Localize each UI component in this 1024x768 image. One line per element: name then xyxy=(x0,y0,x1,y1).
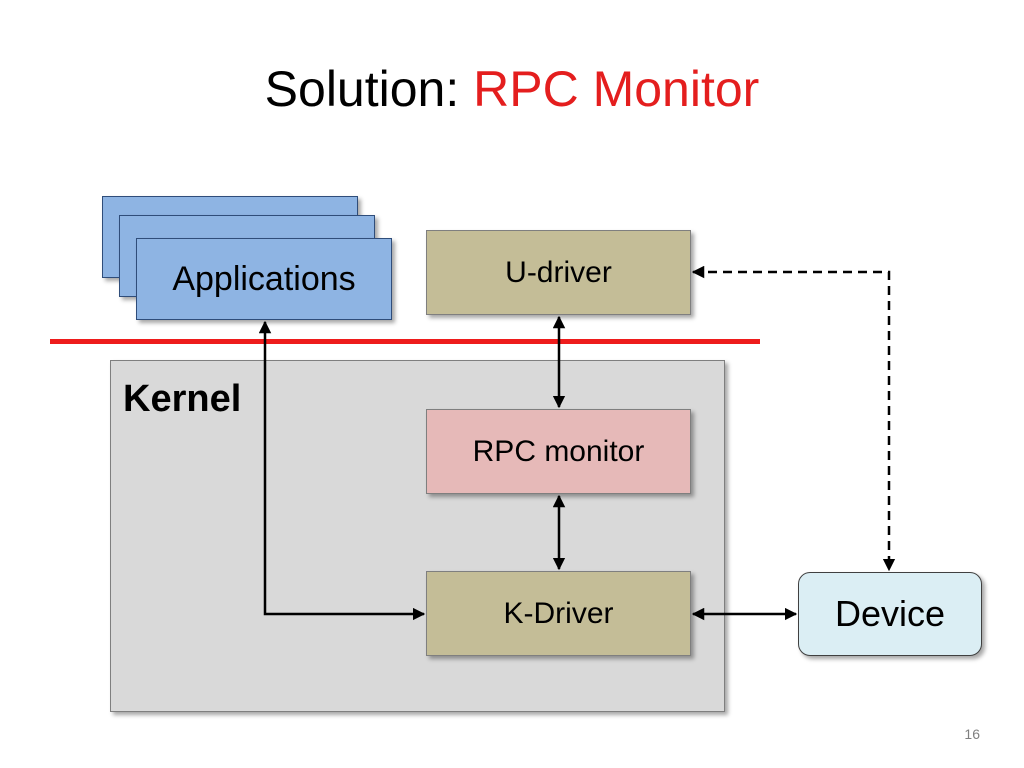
applications-to-k-driver-arrow xyxy=(258,320,426,621)
rpc-monitor-box: RPC monitor xyxy=(426,409,691,494)
k-driver-box: K-Driver xyxy=(426,571,691,656)
k-driver-label: K-Driver xyxy=(503,596,614,630)
kernel-label: Kernel xyxy=(123,378,242,420)
rpc-monitor-label: RPC monitor xyxy=(472,434,645,468)
device-label: Device xyxy=(834,593,946,634)
u-driver-label: U-driver xyxy=(505,255,612,289)
u-driver-device-dashed-arrow xyxy=(691,265,896,572)
title-prefix: Solution: xyxy=(264,61,474,117)
device-box: Device xyxy=(798,572,982,656)
applications-box: Applications xyxy=(136,238,392,320)
u-driver-box: U-driver xyxy=(426,230,691,315)
title-accent: RPC Monitor xyxy=(473,61,760,117)
slide-title: Solution: RPC Monitor xyxy=(0,62,1024,117)
page-number: 16 xyxy=(964,726,980,742)
applications-label: Applications xyxy=(172,259,356,298)
